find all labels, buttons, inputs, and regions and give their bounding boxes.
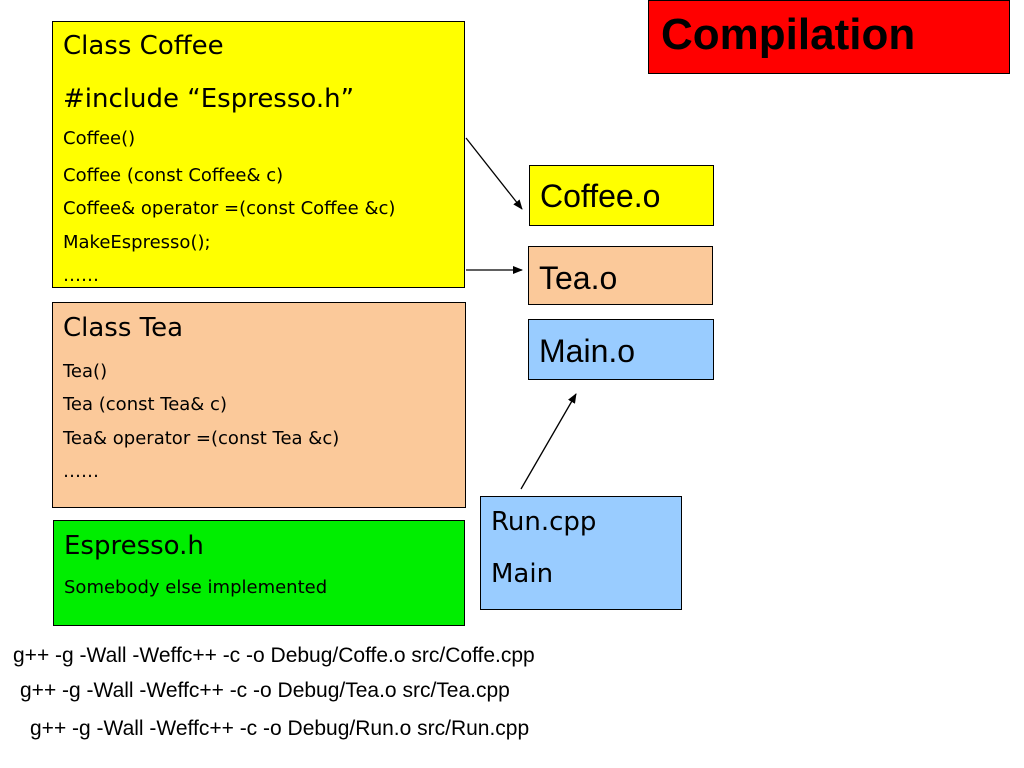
main-object-box: Main.o (528, 319, 714, 380)
tea-object-label: Tea.o (539, 260, 618, 296)
tea-class-name: Class Tea (63, 313, 184, 343)
coffee-object-box: Coffee.o (529, 165, 714, 226)
run-file-name: Run.cpp (491, 507, 597, 537)
compile-command-tea: g++ -g -Wall -Weffc++ -c -o Debug/Tea.o … (20, 679, 510, 702)
coffee-class-name: Class Coffee (63, 31, 224, 61)
coffee-assignment-operator: Coffee& operator =(const Coffee &c) (63, 198, 396, 219)
main-object-label: Main.o (539, 333, 636, 369)
coffee-constructor: Coffee() (63, 128, 136, 149)
espresso-note: Somebody else implemented (64, 577, 328, 598)
coffee-object-label: Coffee.o (540, 178, 661, 214)
run-main-label: Main (491, 559, 554, 589)
coffee-ellipsis: …… (63, 265, 99, 286)
compile-command-run: g++ -g -Wall -Weffc++ -c -o Debug/Run.o … (30, 717, 530, 740)
arrow-coffee-to-object (465, 137, 523, 210)
coffee-include: #include “Espresso.h” (63, 84, 355, 114)
tea-constructor: Tea() (63, 361, 108, 382)
tea-copy-constructor: Tea (const Tea& c) (63, 394, 227, 415)
tea-class-box: Class Tea Tea() Tea (const Tea& c) Tea& … (52, 302, 466, 508)
espresso-header-box: Espresso.h Somebody else implemented (53, 520, 465, 626)
tea-object-box: Tea.o (528, 246, 713, 305)
slide-title: Compilation (661, 10, 916, 59)
tea-assignment-operator: Tea& operator =(const Tea &c) (63, 428, 340, 449)
espresso-header-name: Espresso.h (64, 531, 204, 561)
coffee-class-box: Class Coffee #include “Espresso.h” Coffe… (52, 21, 465, 288)
tea-ellipsis: …… (63, 461, 99, 482)
arrow-run-to-main-object (520, 393, 577, 490)
title-banner: Compilation (648, 0, 1010, 74)
coffee-make-espresso: MakeEspresso(); (63, 232, 211, 253)
compile-command-coffee: g++ -g -Wall -Weffc++ -c -o Debug/Coffe.… (13, 644, 535, 667)
coffee-copy-constructor: Coffee (const Coffee& c) (63, 165, 284, 186)
run-source-box: Run.cpp Main (480, 496, 682, 610)
